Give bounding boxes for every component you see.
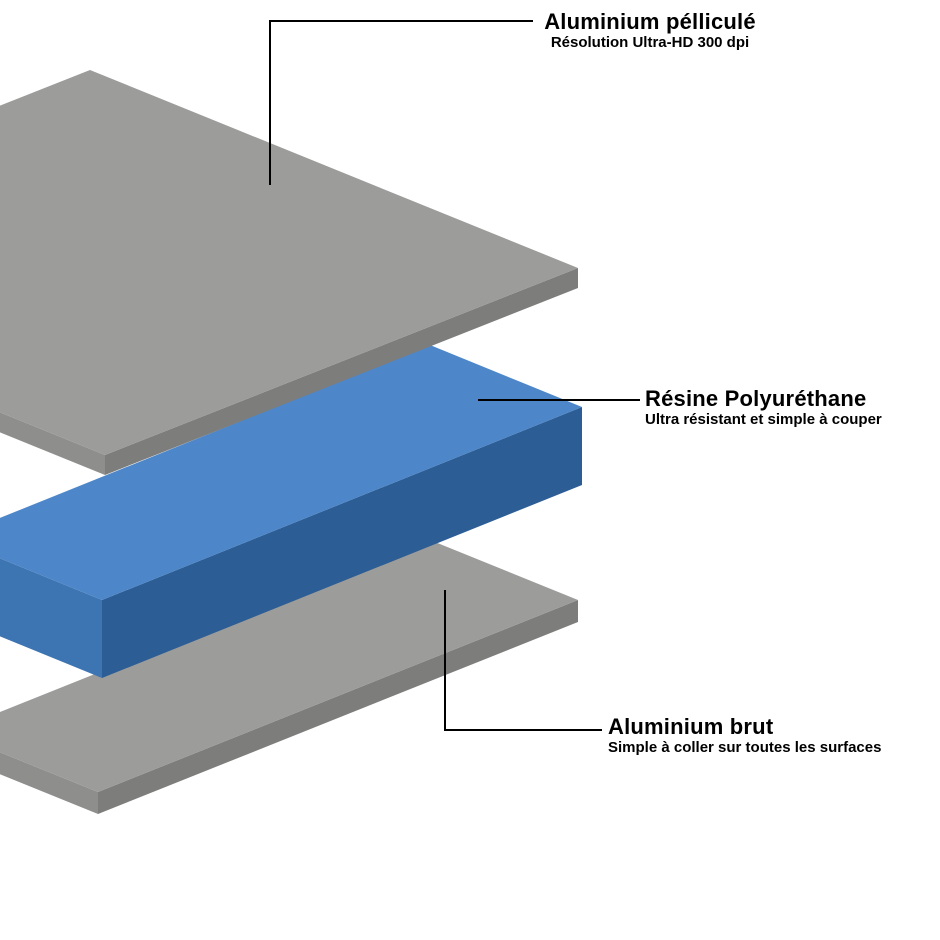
layer-top-aluminium xyxy=(0,70,578,475)
top-slab-top-face xyxy=(0,70,578,455)
top-slab-left-face xyxy=(0,412,105,475)
bottom-slab-top-face xyxy=(0,540,578,792)
resin-slab-top-face xyxy=(0,345,582,600)
label-top-aluminium-subtitle: Résolution Ultra-HD 300 dpi xyxy=(550,34,750,52)
label-bottom-aluminium: Aluminium brut Simple à coller sur toute… xyxy=(608,714,881,757)
label-top-aluminium: Aluminium pélliculé Résolution Ultra-HD … xyxy=(500,9,800,52)
label-resin-title: Résine Polyuréthane xyxy=(645,386,867,411)
label-resin: Résine Polyuréthane Ultra résistant et s… xyxy=(645,386,882,429)
resin-slab-right-face xyxy=(102,407,582,678)
label-bottom-aluminium-title: Aluminium brut xyxy=(608,714,774,739)
leader-lines xyxy=(269,20,640,731)
label-top-aluminium-title: Aluminium pélliculé xyxy=(544,9,756,34)
layer-resin xyxy=(0,345,582,678)
label-resin-subtitle: Ultra résistant et simple à couper xyxy=(645,411,882,429)
layer-bottom-aluminium xyxy=(0,540,578,814)
leader-line-bottom-aluminium xyxy=(444,590,602,731)
bottom-slab-left-face xyxy=(0,752,98,814)
leader-line-top-aluminium xyxy=(269,20,533,185)
bottom-slab-right-face xyxy=(98,600,578,814)
label-bottom-aluminium-subtitle: Simple à coller sur toutes les surfaces xyxy=(608,739,882,757)
top-slab-right-face xyxy=(105,268,578,475)
resin-slab-left-face xyxy=(0,558,102,678)
